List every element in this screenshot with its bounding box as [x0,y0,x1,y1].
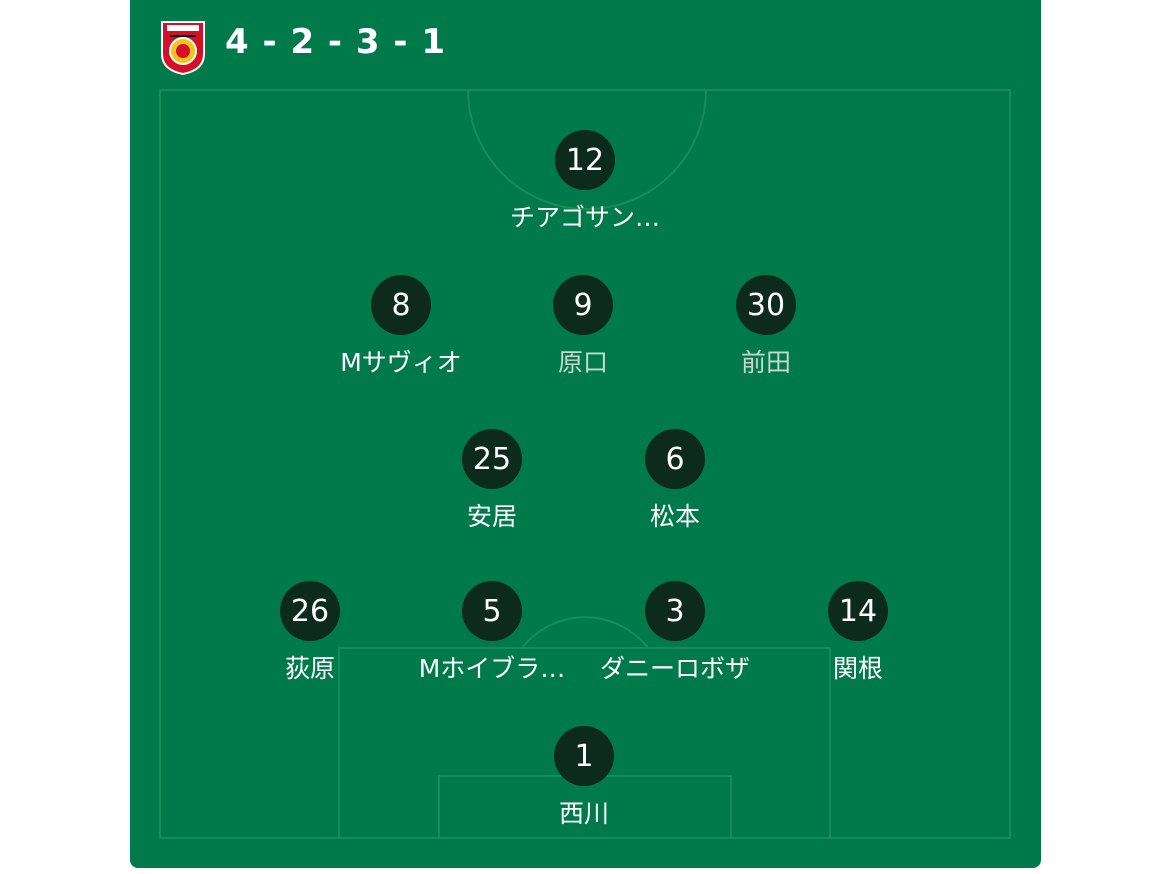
player-st[interactable]: 12 チアゴサン… [475,130,695,234]
player-number: 14 [828,581,888,641]
player-number: 26 [280,581,340,641]
header: 4 - 2 - 3 - 1 [130,0,1041,84]
player-rb[interactable]: 14 関根 [748,581,968,685]
player-number: 30 [736,275,796,335]
player-lb[interactable]: 26 荻原 [200,581,420,685]
player-ldm[interactable]: 25 安居 [382,429,602,533]
player-ram[interactable]: 30 前田 [656,275,876,379]
player-name: 前田 [740,348,791,377]
player-cam[interactable]: 9 原口 [473,275,693,379]
player-name: 原口 [557,348,608,377]
player-name: Mサヴィオ [340,348,462,377]
player-number: 1 [554,726,614,786]
player-number: 5 [462,581,522,641]
player-name: 松本 [649,502,700,531]
player-name: 荻原 [284,654,335,683]
player-name: ダニーロボザ [599,654,750,683]
player-lam[interactable]: 8 Mサヴィオ [291,275,511,379]
player-name: 関根 [832,654,883,683]
player-number: 12 [555,130,615,190]
player-number: 9 [553,275,613,335]
player-name: チアゴサン… [509,203,660,232]
urawa-reds-crest-icon [161,21,205,76]
lineup-card: 4 - 2 - 3 - 1 12 チアゴサン… 8 Mサヴィオ 9 原口 30 … [130,0,1041,868]
player-lcb[interactable]: 5 Mホイブラ… [382,581,602,685]
player-rdm[interactable]: 6 松本 [565,429,785,533]
player-number: 25 [462,429,522,489]
player-number: 8 [371,275,431,335]
player-name: Mホイブラ… [418,654,566,683]
formation-label: 4 - 2 - 3 - 1 [225,22,446,62]
player-gk[interactable]: 1 西川 [474,726,694,830]
player-name: 安居 [466,502,517,531]
player-number: 3 [645,581,705,641]
player-rcb[interactable]: 3 ダニーロボザ [565,581,785,685]
player-name: 西川 [558,799,609,828]
player-number: 6 [645,429,705,489]
